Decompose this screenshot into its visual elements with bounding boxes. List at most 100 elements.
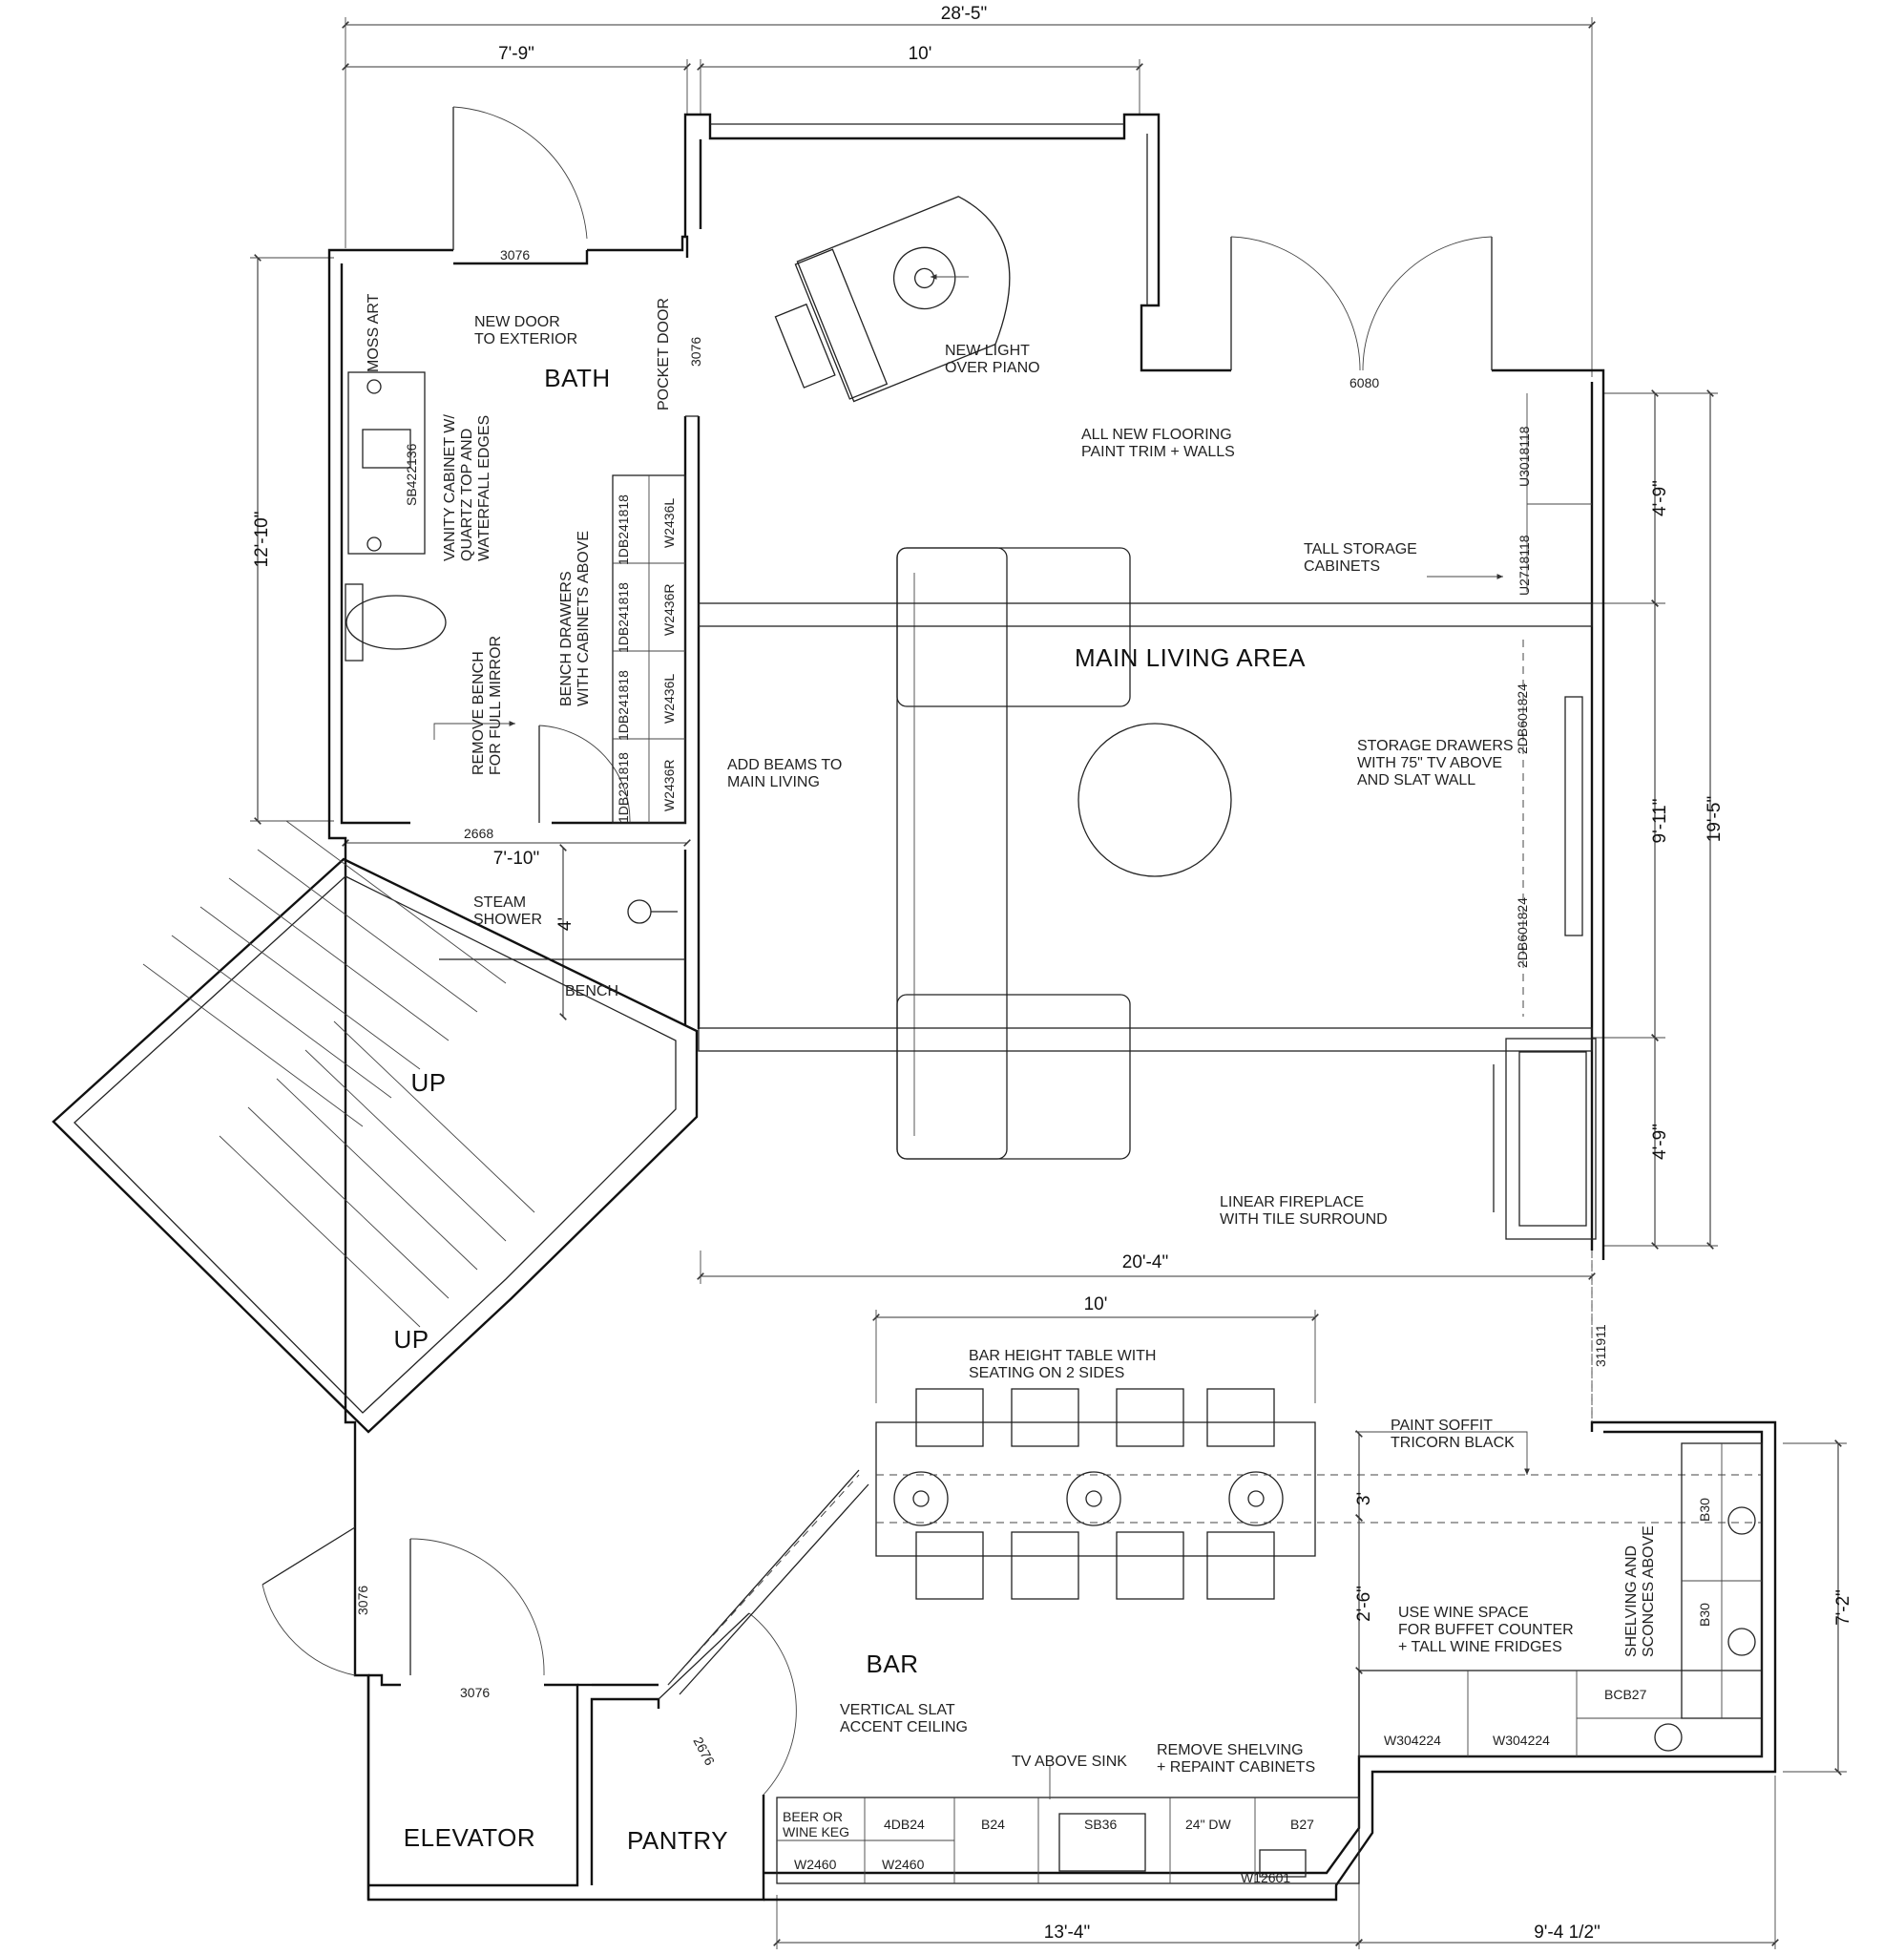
leader-lines — [433, 274, 1530, 1799]
dim-right-total: 19'-5" — [1705, 796, 1725, 842]
room-elevator: ELEVATOR — [404, 1823, 535, 1852]
note-bench-drawers-1: BENCH DRAWERS — [558, 571, 575, 706]
room-bar: BAR — [867, 1650, 919, 1678]
note-slat-ceiling-2: ACCENT CEILING — [840, 1719, 968, 1735]
dim-right-bottom: 4'-9" — [1650, 1124, 1670, 1160]
note-bench-drawers-2: WITH CABINETS ABOVE — [575, 531, 592, 706]
code-door-2676: 2676 — [690, 1734, 718, 1768]
dimension-lines — [250, 17, 1847, 1949]
code-w2460-b: W2460 — [882, 1857, 925, 1872]
dim-bar-right-width: 9'-4 1/2" — [1534, 1923, 1601, 1943]
note-new-door-2: TO EXTERIOR — [474, 331, 577, 347]
dim-overall-width: 28'-5" — [941, 4, 987, 24]
note-new-light-2: OVER PIANO — [945, 360, 1040, 376]
dim-right-top: 4'-9" — [1650, 480, 1670, 516]
room-bath: BATH — [544, 364, 610, 392]
code-door-bath-ext: 3076 — [500, 247, 530, 263]
code-beer-2: WINE KEG — [783, 1824, 849, 1839]
dim-bath-width: 7'-9" — [498, 44, 534, 64]
dim-living-width: 20'-4" — [1122, 1252, 1168, 1272]
code-door-3076-left: 3076 — [355, 1586, 370, 1615]
code-bench-db-2: 1DB241818 — [616, 582, 631, 653]
dim-bar-left-width: 13'-4" — [1044, 1923, 1090, 1943]
dim-shower-width: 7'-10" — [493, 849, 539, 869]
code-beer-1: BEER OR — [783, 1809, 843, 1824]
dim-table-clear: 3' — [1354, 1492, 1374, 1505]
note-remove-shelving-2: + REPAINT CABINETS — [1157, 1759, 1315, 1776]
note-soffit-1: PAINT SOFFIT — [1391, 1418, 1493, 1434]
code-sb-vanity: SB422136 — [404, 443, 419, 506]
note-flooring-1: ALL NEW FLOORING — [1081, 427, 1232, 443]
note-steam-2: SHOWER — [473, 912, 542, 928]
code-w2460-a: W2460 — [794, 1857, 837, 1872]
note-add-beams-2: MAIN LIVING — [727, 774, 820, 790]
note-flooring-2: PAINT TRIM + WALLS — [1081, 444, 1235, 460]
dim-table-width: 10' — [1084, 1294, 1108, 1314]
dim-shower-depth: 4' — [555, 917, 575, 931]
note-steam-1: STEAM — [473, 894, 526, 911]
note-vanity-3: WATERFALL EDGES — [476, 415, 492, 561]
annotation-notes: NEW DOOR TO EXTERIOR MOSS ART POCKET DOO… — [366, 293, 1657, 1776]
note-add-beams-1: ADD BEAMS TO — [727, 757, 842, 773]
note-wine-1: USE WINE SPACE — [1398, 1605, 1529, 1621]
note-fireplace-1: LINEAR FIREPLACE — [1220, 1194, 1364, 1210]
note-remove-bench-2: FOR FULL MIRROR — [488, 636, 504, 775]
note-tv-sink: TV ABOVE SINK — [1012, 1754, 1127, 1770]
note-storage-drawers-1: STORAGE DRAWERS — [1357, 738, 1514, 754]
dim-table-gap: 2'-6" — [1354, 1586, 1374, 1622]
code-door-pocket: 3076 — [688, 337, 703, 367]
code-b30-b: B30 — [1697, 1603, 1712, 1627]
dim-bar-height: 7'-2" — [1833, 1589, 1853, 1626]
note-wine-2: FOR BUFFET COUNTER — [1398, 1622, 1574, 1638]
dim-bay-width: 10' — [909, 44, 932, 64]
code-bench-db-1: 1DB241818 — [616, 494, 631, 565]
code-db-b: 2DB601824 — [1515, 897, 1530, 968]
note-new-light-1: NEW LIGHT — [945, 343, 1030, 359]
code-door-2668: 2668 — [464, 826, 493, 841]
note-remove-bench-1: REMOVE BENCH — [471, 651, 487, 775]
code-db-a: 2DB601824 — [1515, 683, 1530, 754]
note-bench: BENCH — [565, 983, 618, 999]
code-u3018: U3018118 — [1517, 426, 1532, 487]
code-w304224-b: W304224 — [1493, 1733, 1550, 1748]
dimension-labels: 28'-5" 7'-9" 10' 12'-10" 7'-10" 4' 4'-9"… — [252, 4, 1853, 1943]
code-bcb27: BCB27 — [1604, 1687, 1647, 1702]
stair-up-upper: UP — [410, 1068, 446, 1097]
code-w1260: W12601 — [1241, 1870, 1290, 1885]
code-b27: B27 — [1290, 1817, 1314, 1832]
note-soffit-2: TRICORN BLACK — [1391, 1435, 1515, 1451]
room-pantry: PANTRY — [627, 1826, 728, 1855]
code-w304224-a: W304224 — [1384, 1733, 1441, 1748]
code-bench-w-4: W2436R — [661, 760, 677, 811]
doors — [262, 106, 1493, 1796]
code-bench-w-1: W2436L — [661, 498, 677, 548]
code-u2718: U2718118 — [1517, 535, 1532, 596]
code-door-6080: 6080 — [1350, 375, 1379, 390]
room-main-living: MAIN LIVING AREA — [1075, 643, 1306, 672]
code-b30-a: B30 — [1697, 1498, 1712, 1522]
cabinet-codes: 3076 3076 6080 2668 SB422136 U3018118 U2… — [355, 247, 1712, 1885]
stair-up-lower: UP — [393, 1325, 429, 1354]
note-vanity-1: VANITY CABINET W/ — [442, 414, 458, 561]
note-vanity-2: QUARTZ TOP AND — [459, 429, 475, 561]
note-bar-table-2: SEATING ON 2 SIDES — [969, 1365, 1124, 1381]
code-bench-db-3: 1DB241818 — [616, 670, 631, 741]
note-new-door-1: NEW DOOR — [474, 314, 560, 330]
note-storage-drawers-3: AND SLAT WALL — [1357, 772, 1475, 788]
room-labels: BATH MAIN LIVING AREA BAR ELEVATOR PANTR… — [393, 364, 1306, 1855]
note-shelving-2: SCONCES ABOVE — [1641, 1525, 1657, 1657]
code-sb36: SB36 — [1084, 1817, 1117, 1832]
code-311911: 311911 — [1593, 1324, 1608, 1367]
dim-bath-depth: 12'-10" — [252, 512, 272, 568]
note-pocket-door: POCKET DOOR — [656, 298, 672, 410]
note-tall-storage-1: TALL STORAGE — [1304, 541, 1417, 557]
code-bench-w-3: W2436L — [661, 674, 677, 724]
note-tall-storage-2: CABINETS — [1304, 558, 1380, 575]
code-bench-db-4: 1DB231818 — [616, 752, 631, 823]
note-remove-shelving-1: REMOVE SHELVING — [1157, 1742, 1304, 1758]
note-moss-art: MOSS ART — [366, 293, 382, 372]
code-door-3076-elev: 3076 — [460, 1685, 490, 1700]
note-shelving-1: SHELVING AND — [1623, 1545, 1640, 1657]
code-b24: B24 — [981, 1817, 1005, 1832]
